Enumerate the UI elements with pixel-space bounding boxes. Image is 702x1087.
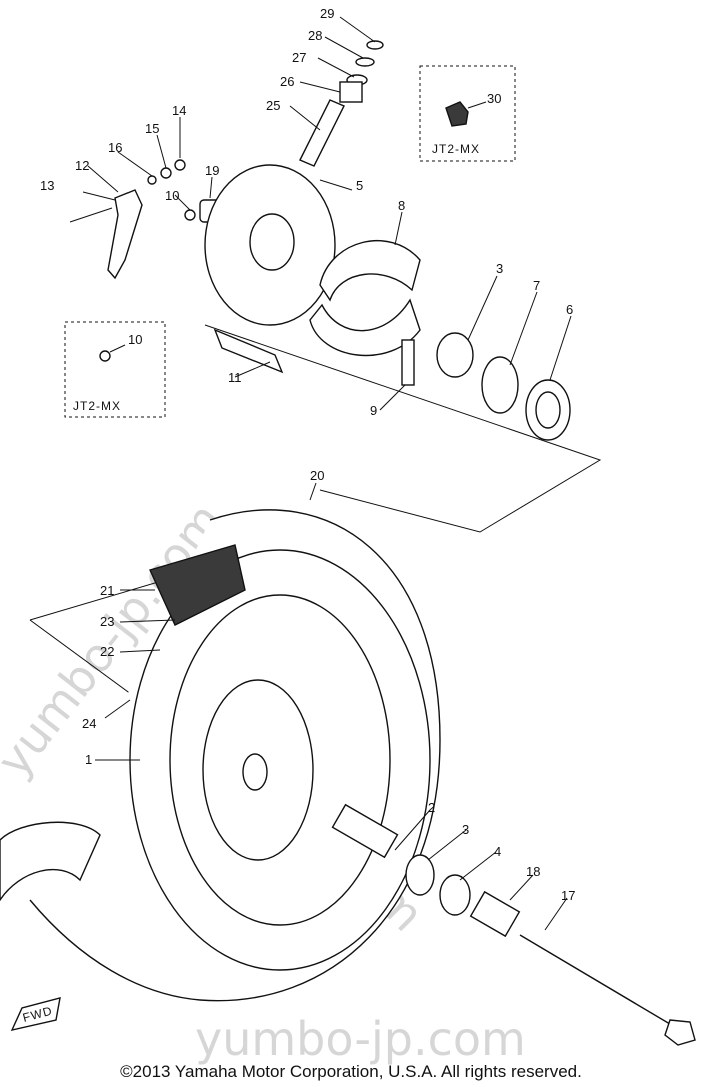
callout-17: 17 — [561, 888, 575, 903]
callout-4: 4 — [494, 844, 501, 859]
callout-5: 5 — [356, 178, 363, 193]
callout-18: 18 — [526, 864, 540, 879]
brake-plate — [204, 164, 336, 374]
callout-10: 10 — [165, 188, 179, 203]
watermark-text: yumbo-jp.com — [195, 1012, 526, 1066]
callout-29: 29 — [320, 6, 334, 21]
box-label: JT2-MX — [73, 399, 121, 413]
callout-9: 9 — [370, 403, 377, 418]
callout-27: 27 — [292, 50, 306, 65]
box-label: JT2-MX — [432, 142, 480, 156]
fwd-arrow: FWD — [10, 997, 61, 1031]
tire-section — [0, 821, 101, 902]
brake-cam-stack — [299, 40, 384, 167]
brake-lever-assembly — [69, 159, 221, 280]
callout-24: 24 — [82, 716, 96, 731]
callout-14: 14 — [172, 103, 186, 118]
callout-28: 28 — [308, 28, 322, 43]
callout-26: 26 — [280, 74, 294, 89]
callout-21: 21 — [100, 583, 114, 598]
callout-7: 7 — [533, 278, 540, 293]
callout-16: 16 — [108, 140, 122, 155]
callout-10: 10 — [128, 332, 142, 347]
callout-11: 11 — [228, 370, 242, 385]
callout-3: 3 — [496, 261, 503, 276]
jt2-mx-box-top: JT2-MX — [419, 65, 516, 162]
callout-13: 13 — [40, 178, 54, 193]
brake-cam-11 — [213, 328, 284, 374]
callout-6: 6 — [566, 302, 573, 317]
copyright-notice: ©2013 Yamaha Motor Corporation, U.S.A. A… — [120, 1062, 582, 1081]
tube-21 — [149, 544, 246, 626]
callout-22: 22 — [100, 644, 114, 659]
brake-shoes — [309, 239, 421, 386]
callout-30: 30 — [487, 91, 501, 106]
callout-1: 1 — [85, 752, 92, 767]
callout-23: 23 — [100, 614, 114, 629]
callouts: 29 28 27 26 25 30 14 15 16 12 13 19 10 5… — [40, 6, 575, 903]
upper-bearings — [436, 332, 571, 441]
callout-15: 15 — [145, 121, 159, 136]
jt2-mx-box-left: JT2-MX — [64, 321, 166, 418]
callout-25: 25 — [266, 98, 280, 113]
part-30-shape — [445, 101, 469, 127]
callout-2: 2 — [428, 800, 435, 815]
callout-20: 20 — [310, 468, 324, 483]
callout-3: 3 — [462, 822, 469, 837]
axle-parts — [331, 803, 696, 1046]
callout-19: 19 — [205, 163, 219, 178]
callout-leaders — [82, 16, 572, 931]
callout-12: 12 — [75, 158, 89, 173]
wheel-assembly — [0, 509, 441, 1002]
callout-8: 8 — [398, 198, 405, 213]
part-10-shape — [99, 350, 111, 362]
